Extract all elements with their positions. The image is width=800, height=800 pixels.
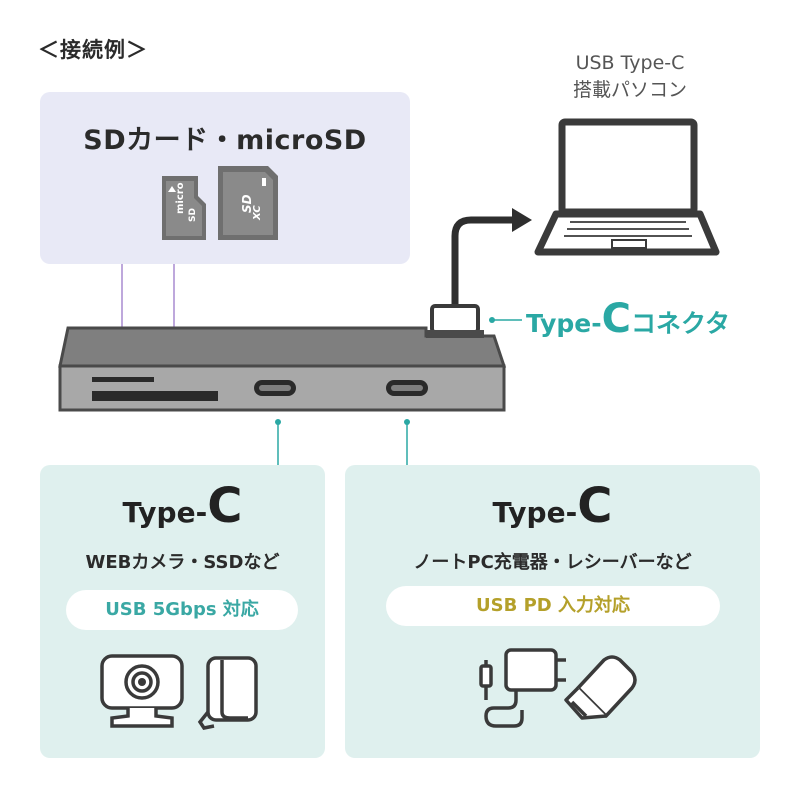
port-leader-lines (275, 419, 410, 465)
left-panel-type-label: Type-C (40, 478, 325, 534)
laptop-icon (534, 118, 720, 256)
connector-label-suffix: コネクタ (630, 309, 730, 338)
usb-hub (58, 304, 507, 412)
receiver-icon (564, 655, 637, 720)
sd-card-icon: SD XC (218, 166, 278, 240)
connector-label-prefix: Type- (526, 309, 602, 338)
charger-icon (479, 648, 566, 728)
left-type-prefix: Type- (122, 496, 208, 529)
right-panel-description: ノートPC充電器・レシーバーなど (413, 552, 692, 573)
right-panel-spec-pill: USB PD 入力対応 (386, 586, 720, 626)
sd-slot (92, 391, 218, 401)
right-type-prefix: Type- (492, 496, 578, 529)
type-c-connector-label: Type-Cコネクタ (526, 296, 730, 342)
right-panel-type-label: Type-C (345, 478, 760, 534)
diagram-heading: ＜接続例＞ (38, 38, 148, 62)
microsd-card-text: micro (175, 182, 186, 214)
pc-label-line1: USB Type-C (575, 52, 685, 74)
microsd-card-logo: SD (188, 208, 198, 222)
usb-cable (451, 208, 532, 306)
right-type-letter: C (577, 478, 613, 534)
sd-card-sub: XC (252, 205, 263, 221)
sd-card-logo: SD (240, 194, 254, 213)
left-panel-spec-pill: USB 5Gbps 対応 (66, 590, 298, 630)
left-type-letter: C (207, 478, 243, 534)
webcam-icon (100, 654, 184, 728)
microsd-card-icon: micro SD (162, 176, 206, 240)
ssd-icon (197, 656, 258, 730)
connector-leader (489, 317, 522, 323)
pc-label: USB Type-C 搭載パソコン (540, 50, 720, 104)
pc-label-line2: 搭載パソコン (572, 79, 687, 101)
microsd-slot (92, 377, 154, 382)
card-reader-title: SDカード・microSD (83, 125, 367, 156)
left-panel-description: WEBカメラ・SSDなど (85, 552, 280, 573)
connector-label-letter: C (601, 296, 631, 342)
